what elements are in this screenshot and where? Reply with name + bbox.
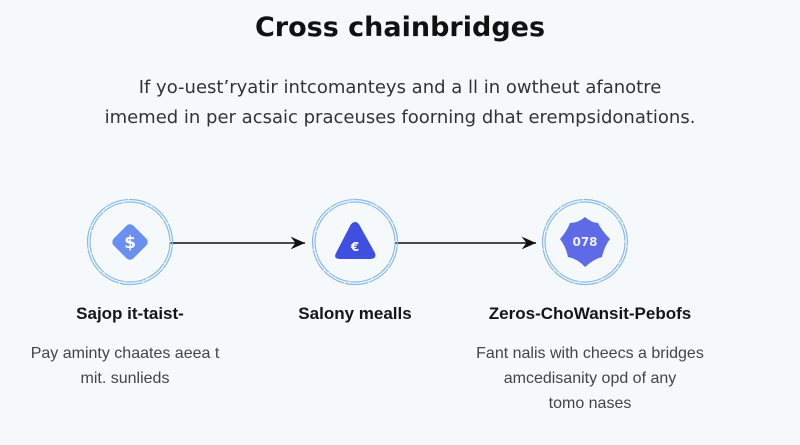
step-1-description: Pay aminty chaates aeea t mit. sunlieds	[0, 341, 275, 391]
ring-decoration	[311, 198, 399, 286]
step-3-description: Fant nalis with cheecs a bridges amcedis…	[440, 341, 740, 416]
ring-decoration	[86, 198, 174, 286]
subtitle-line-2: imemed in per acsaic praceuses foorning …	[104, 107, 696, 128]
dollar-diamond-icon: $	[86, 198, 174, 286]
step-1-node: $	[85, 197, 175, 287]
step-3-desc-line: tomo nases	[548, 395, 632, 412]
step-2-node: €	[310, 197, 400, 287]
svg-text:078: 078	[572, 235, 597, 249]
step-3-desc-line: amcedisanity opd of any	[503, 370, 677, 387]
step-2-label: Salony mealls	[298, 304, 412, 323]
svg-text:$: $	[124, 233, 136, 253]
step-3-label: Zeros-ChoWansit-Pebofs	[488, 304, 692, 323]
step-1-label: Sajop it-taist-	[76, 304, 184, 323]
svg-text:€: €	[350, 240, 359, 254]
step-1-desc-line: Pay aminty chaates aeea t	[30, 345, 220, 362]
step-3-node: 078	[540, 197, 630, 287]
subtitle-line-1: If yo-uest’ryatir intcomanteys and a ll …	[138, 77, 662, 98]
badge-078-icon: 078	[541, 198, 629, 286]
step-3-desc-line: Fant nalis with cheecs a bridges	[476, 345, 704, 362]
page-title: Cross chainbridges	[254, 12, 546, 43]
euro-triangle-icon: €	[311, 198, 399, 286]
step-1-desc-line: mit. sunlieds	[80, 370, 170, 387]
ring-decoration	[541, 198, 629, 286]
